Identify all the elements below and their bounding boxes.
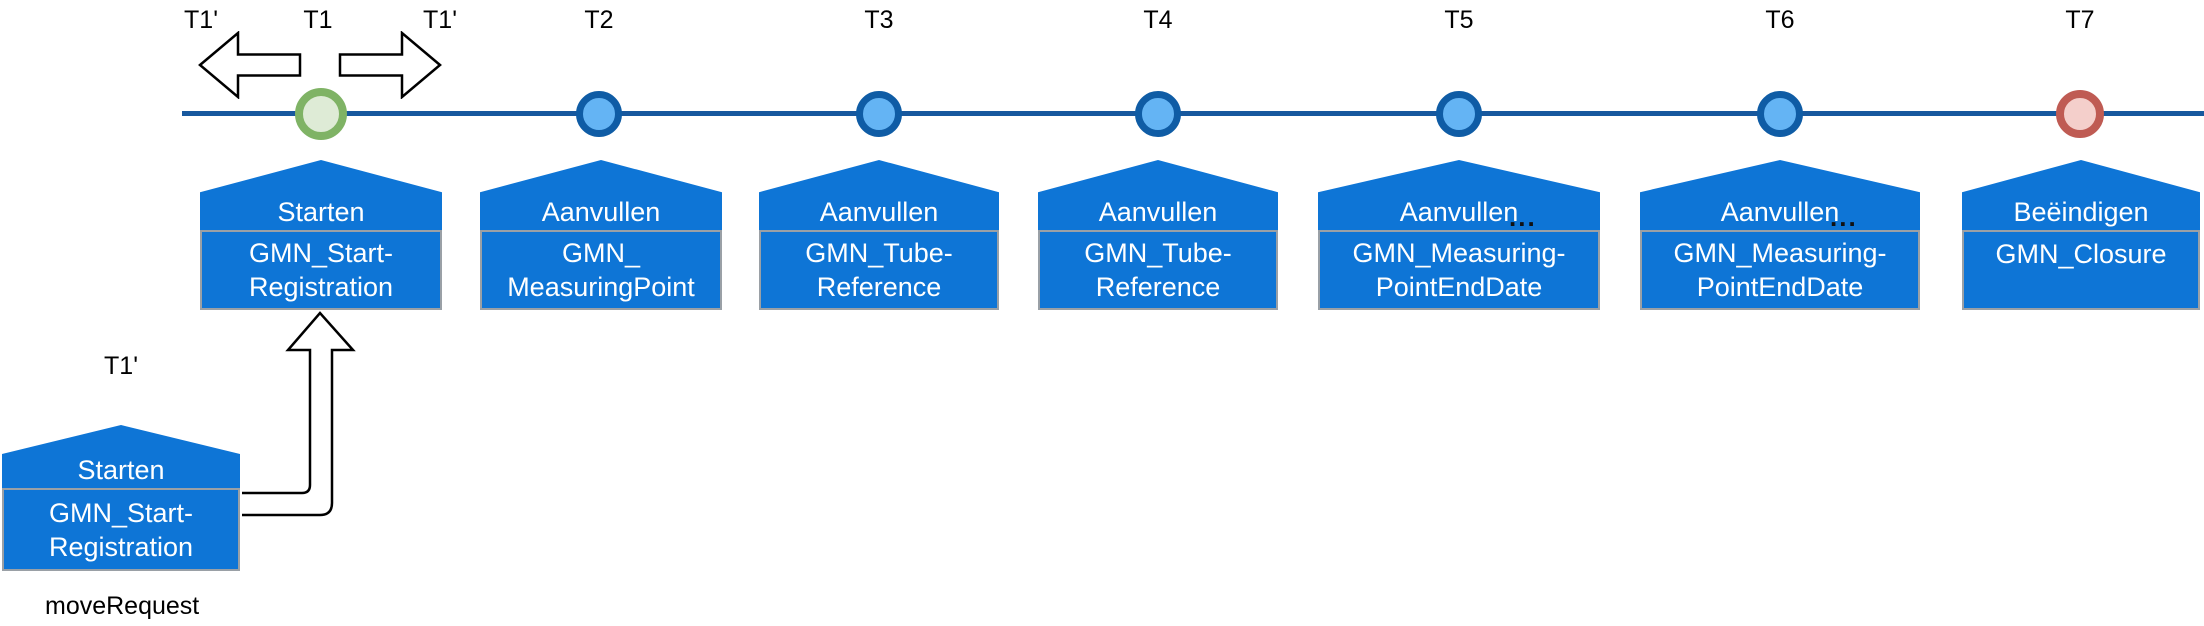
event-roof-t7: Beëindigen bbox=[1962, 160, 2200, 230]
event-action-label: Aanvullen bbox=[1399, 197, 1519, 227]
event-box-t2: Aanvullen GMN_ MeasuringPoint bbox=[480, 160, 722, 310]
event-message-label: GMN_Measuring- PointEndDate bbox=[1640, 230, 1920, 310]
event-box-t6: Aanvullen ... GMN_Measuring- PointEndDat… bbox=[1640, 160, 1920, 310]
time-label-t6: T6 bbox=[1765, 6, 1795, 34]
time-label-t2: T2 bbox=[584, 6, 614, 34]
timeline-point-t2 bbox=[576, 91, 622, 137]
time-label-t4: T4 bbox=[1143, 6, 1173, 34]
time-label-t1-left-alt: T1' bbox=[184, 6, 218, 34]
timeline-point-t1 bbox=[295, 88, 347, 140]
event-action-label: Aanvullen bbox=[541, 197, 661, 227]
event-message-label: GMN_Start- Registration bbox=[200, 230, 442, 310]
timeline-point-t3 bbox=[856, 91, 902, 137]
time-label-t3: T3 bbox=[864, 6, 894, 34]
event-box-t1: Starten GMN_Start- Registration bbox=[200, 160, 442, 310]
move-request-roof: Starten bbox=[2, 425, 240, 488]
event-box-t3: Aanvullen GMN_Tube- Reference bbox=[759, 160, 999, 310]
move-right-arrow-icon bbox=[338, 31, 442, 99]
event-message-label: GMN_Closure bbox=[1962, 230, 2200, 310]
ellipsis: ... bbox=[1509, 202, 1537, 232]
event-roof-t5: Aanvullen ... bbox=[1318, 160, 1600, 230]
event-message-label: GMN_ MeasuringPoint bbox=[480, 230, 722, 310]
event-roof-t1: Starten bbox=[200, 160, 442, 230]
timeline-axis bbox=[182, 111, 2204, 116]
event-roof-t4: Aanvullen bbox=[1038, 160, 1278, 230]
move-request-caption: moveRequest bbox=[45, 592, 200, 620]
timeline-point-t7 bbox=[2056, 90, 2104, 138]
time-label-t7: T7 bbox=[2065, 6, 2095, 34]
event-roof-t3: Aanvullen bbox=[759, 160, 999, 230]
event-roof-t2: Aanvullen bbox=[480, 160, 722, 230]
time-label-t1-move-alt: T1' bbox=[104, 352, 138, 380]
event-action-label: Beëindigen bbox=[2013, 197, 2149, 227]
event-action-label: Aanvullen bbox=[819, 197, 939, 227]
event-action-label: Aanvullen bbox=[1720, 197, 1840, 227]
timeline-point-t4 bbox=[1135, 91, 1181, 137]
move-request-box: Starten GMN_Start- Registration bbox=[2, 425, 240, 571]
timeline-point-t5 bbox=[1436, 91, 1482, 137]
event-message-label: GMN_Tube- Reference bbox=[1038, 230, 1278, 310]
event-message-label: GMN_Measuring- PointEndDate bbox=[1318, 230, 1600, 310]
event-box-t7: Beëindigen GMN_Closure bbox=[1962, 160, 2200, 310]
event-action-label: Aanvullen bbox=[1098, 197, 1218, 227]
move-request-message-label: GMN_Start- Registration bbox=[2, 488, 240, 571]
event-box-t5: Aanvullen ... GMN_Measuring- PointEndDat… bbox=[1318, 160, 1600, 310]
ellipsis: ... bbox=[1830, 202, 1858, 232]
time-label-t1: T1 bbox=[303, 6, 333, 34]
move-left-arrow-icon bbox=[198, 31, 302, 99]
move-request-connector-arrow bbox=[242, 311, 356, 517]
timeline-point-t6 bbox=[1757, 91, 1803, 137]
event-roof-t6: Aanvullen ... bbox=[1640, 160, 1920, 230]
time-label-t1-right-alt: T1' bbox=[423, 6, 457, 34]
event-message-label: GMN_Tube- Reference bbox=[759, 230, 999, 310]
move-request-action-label: Starten bbox=[77, 455, 165, 485]
event-box-t4: Aanvullen GMN_Tube- Reference bbox=[1038, 160, 1278, 310]
time-label-t5: T5 bbox=[1444, 6, 1474, 34]
event-action-label: Starten bbox=[277, 197, 365, 227]
